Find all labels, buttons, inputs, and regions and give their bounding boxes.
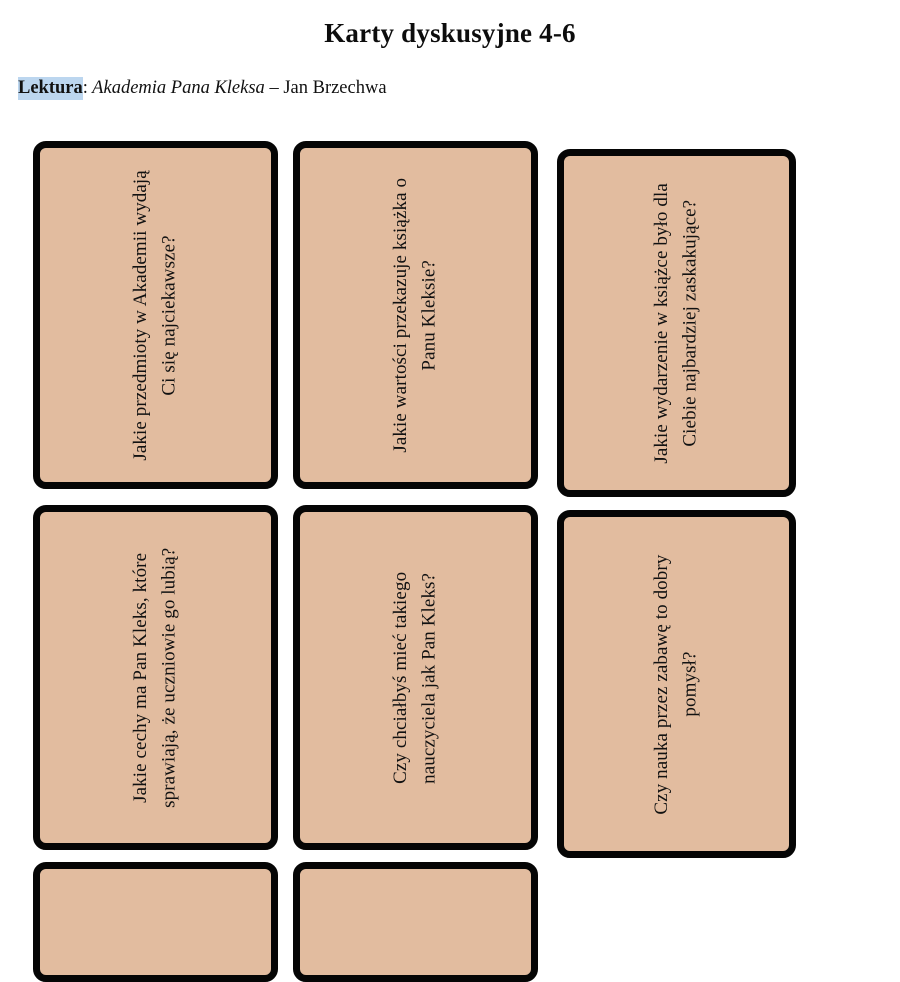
card-text-wrap	[300, 869, 531, 975]
card-question-text: Czy nauka przez zabawę to dobry pomysł?	[651, 554, 701, 815]
discussion-card[interactable]: Jakie cechy ma Pan Kleks, które sprawiaj…	[33, 505, 278, 850]
discussion-card-partial[interactable]	[33, 862, 278, 982]
lektura-line: Lektura: Akademia Pana Kleksa – Jan Brze…	[0, 49, 900, 100]
lektura-colon: :	[82, 77, 88, 98]
card-question-text: Jakie wartości przekazuje książka o Panu…	[390, 177, 440, 453]
card-text-wrap	[40, 869, 271, 975]
card-question-text: Czy chciałbyś mieć takiego nauczyciela j…	[390, 571, 440, 784]
card-question-text: Jakie wydarzenie w książce było dla Cieb…	[651, 182, 701, 464]
card-text-wrap: Czy nauka przez zabawę to dobry pomysł?	[564, 517, 789, 851]
lektura-author: – Jan Brzechwa	[269, 77, 387, 98]
discussion-card[interactable]: Jakie wartości przekazuje książka o Panu…	[293, 141, 538, 489]
card-question-text: Jakie przedmioty w Akademii wydają Ci si…	[130, 169, 180, 461]
discussion-card[interactable]: Jakie przedmioty w Akademii wydają Ci si…	[33, 141, 278, 489]
lektura-book-title: Akademia Pana Kleksa	[87, 77, 270, 98]
discussion-card[interactable]: Czy chciałbyś mieć takiego nauczyciela j…	[293, 505, 538, 850]
discussion-card-partial[interactable]	[293, 862, 538, 982]
card-text-wrap: Jakie wydarzenie w książce było dla Cieb…	[564, 156, 789, 490]
card-text-wrap: Jakie cechy ma Pan Kleks, które sprawiaj…	[40, 512, 271, 843]
card-text-wrap: Czy chciałbyś mieć takiego nauczyciela j…	[300, 512, 531, 843]
card-question-text: Jakie cechy ma Pan Kleks, które sprawiaj…	[130, 547, 180, 808]
discussion-card-grid: Jakie przedmioty w Akademii wydają Ci si…	[33, 141, 796, 982]
lektura-label: Lektura	[18, 76, 83, 100]
page-title: Karty dyskusyjne 4-6	[324, 18, 576, 48]
card-text-wrap: Jakie przedmioty w Akademii wydają Ci si…	[40, 148, 271, 482]
discussion-card[interactable]: Jakie wydarzenie w książce było dla Cieb…	[557, 149, 796, 497]
discussion-card[interactable]: Czy nauka przez zabawę to dobry pomysł?	[557, 510, 796, 858]
card-text-wrap: Jakie wartości przekazuje książka o Panu…	[300, 148, 531, 482]
